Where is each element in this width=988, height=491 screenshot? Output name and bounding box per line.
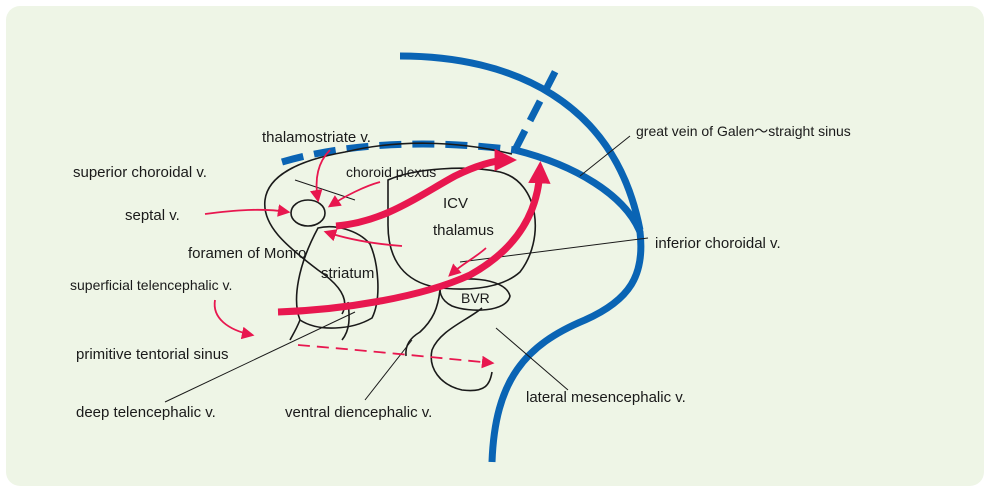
- label-deep-telencephalic: deep telencephalic v.: [76, 404, 216, 421]
- label-superficial-telencephalic: superficial telencephalic v.: [70, 277, 232, 293]
- label-inferior-choroidal: inferior choroidal v.: [655, 235, 781, 252]
- lateral-mesencephalic-vein: [431, 308, 492, 391]
- label-foramen: foramen of Monro: [188, 245, 306, 262]
- straight-sinus-curve: [492, 150, 641, 462]
- label-choroid-plexus: choroid plexus: [346, 164, 436, 180]
- label-great-vein: great vein of Galen〜straight sinus: [636, 123, 851, 139]
- arrow-superficial-telencephalic: [215, 300, 252, 335]
- label-thalamostriate: thalamostriate v.: [262, 129, 371, 146]
- label-primitive-tentorial: primitive tentorial sinus: [76, 346, 229, 363]
- label-bvr: BVR: [461, 290, 490, 306]
- leader-ventral-diencephalic: [365, 340, 412, 400]
- label-lateral-mesencephalic: lateral mesencephalic v.: [526, 389, 686, 406]
- label-ventral-diencephalic: ventral diencephalic v.: [285, 404, 432, 421]
- label-superior-choroidal: superior choroidal v.: [73, 164, 207, 181]
- leader-inferior-choroidal: [460, 238, 648, 262]
- primitive-tentorial-sinus: [298, 345, 492, 363]
- label-septal: septal v.: [125, 207, 180, 224]
- label-striatum: striatum: [321, 265, 374, 282]
- icv-dashed-blue: [282, 144, 515, 162]
- dendrite-left: [290, 320, 300, 340]
- foramen-of-monro: [291, 200, 325, 226]
- label-thalamus: thalamus: [433, 222, 494, 239]
- ventral-diencephalic-vein: [406, 290, 440, 356]
- arrow-septal: [205, 210, 288, 214]
- label-icv: ICV: [443, 195, 468, 212]
